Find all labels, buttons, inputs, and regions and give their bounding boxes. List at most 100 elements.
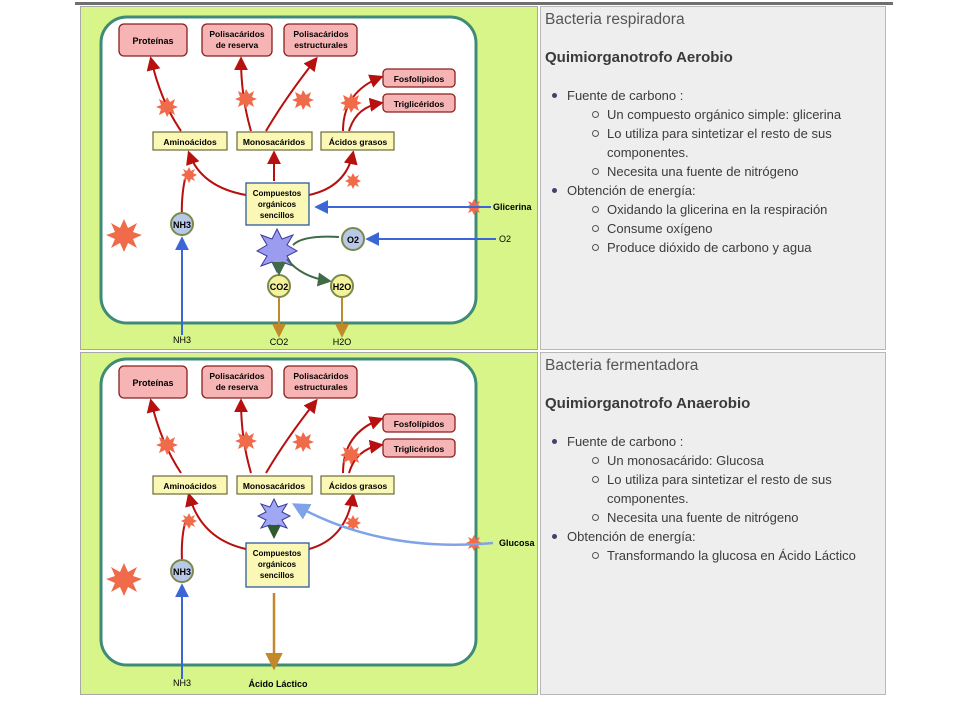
section-label: Obtención de energía:: [567, 183, 696, 198]
list-item: Lo utiliza para sintetizar el resto de s…: [592, 470, 857, 508]
list-item: Un monosacárido: Glucosa: [592, 451, 857, 470]
burst-icon: [181, 167, 197, 183]
panel-anaerobic: Proteínas Polisacáridos de reserva Polis…: [80, 352, 886, 695]
burst-icon: [181, 513, 197, 529]
panel-heading: Bacteria fermentadora: [545, 357, 699, 374]
box-compuestos: Compuestos orgánicos sencillos: [245, 182, 310, 226]
burst-icon: [106, 563, 142, 596]
label-co2-bubble: CO2: [270, 282, 289, 292]
label-compuestos-3: sencillos: [260, 571, 295, 580]
label-poli-reserva-1: Polisacáridos: [209, 371, 265, 381]
label-o2-input: O2: [499, 234, 511, 244]
box-poli-estructurales: Polisacáridos estructurales: [283, 23, 358, 57]
list-item: Necesita una fuente de nitrógeno: [592, 508, 857, 527]
burst-icon: [292, 90, 314, 110]
arrow-to-fosfolipidos: [342, 416, 384, 474]
label-h2o-output: H2O: [333, 337, 352, 347]
bubble-o2: O2: [341, 227, 365, 251]
box-poli-estructurales: Polisacáridos estructurales: [283, 365, 358, 399]
burst-icon: [156, 435, 178, 455]
arrow-to-acidos-grasos: [308, 150, 358, 196]
box-aminoacidos: Aminoácidos: [152, 131, 228, 151]
list-item: Consume oxígeno: [592, 219, 857, 238]
section-label: Fuente de carbono :: [567, 88, 684, 103]
arrow-to-proteinas: [146, 56, 182, 132]
box-trigliceridos: Triglicéridos: [382, 438, 456, 458]
anaerobic-diagram: Proteínas Polisacáridos de reserva Polis…: [80, 352, 538, 695]
burst-icon: [235, 89, 257, 109]
list-item: Lo utiliza para sintetizar el resto de s…: [592, 124, 857, 162]
label-poli-estr-1: Polisacáridos: [293, 29, 349, 39]
burst-icon: [156, 97, 178, 117]
arrow-o2-to-star: [292, 235, 340, 246]
burst-icon: [292, 432, 314, 452]
label-compuestos-2: orgánicos: [258, 560, 297, 569]
box-fosfolipidos: Fosfolípidos: [382, 68, 456, 88]
label-trigliceridos: Triglicéridos: [394, 99, 445, 109]
section-list: Fuente de carbono : Un monosacárido: Glu…: [545, 432, 881, 565]
arrow-to-poli-estructurales: [265, 56, 318, 132]
label-proteinas: Proteínas: [132, 378, 173, 388]
list-item: Un compuesto orgánico simple: glicerina: [592, 105, 857, 124]
label-nh3-bubble: NH3: [173, 567, 191, 577]
label-trigliceridos: Triglicéridos: [394, 444, 445, 454]
label-poli-estr-2: estructurales: [294, 40, 348, 50]
section-energia: Obtención de energía: Oxidando la glicer…: [552, 181, 881, 257]
section-label: Obtención de energía:: [567, 529, 696, 544]
burst-markers: [106, 431, 482, 596]
fermentation-arrow-icon: [267, 525, 281, 539]
box-fosfolipidos: Fosfolípidos: [382, 413, 456, 433]
bubble-co2: CO2: [267, 274, 291, 298]
arrow-to-trigliceridos: [348, 97, 384, 132]
section-label: Fuente de carbono :: [567, 434, 684, 449]
label-proteinas: Proteínas: [132, 36, 173, 46]
label-fosfolipidos: Fosfolípidos: [394, 419, 445, 429]
arrow-to-aminoacidos: [185, 492, 247, 550]
list-item: Oxidando la glicerina en la respiración: [592, 200, 857, 219]
label-nh3-input: NH3: [173, 335, 191, 345]
panel-subheading: Quimiorganotrofo Anaerobio: [545, 395, 751, 412]
arrow-to-trigliceridos: [348, 439, 384, 474]
box-proteinas: Proteínas: [118, 365, 188, 399]
section-list: Fuente de carbono : Un compuesto orgánic…: [545, 86, 881, 257]
arrow-to-poli-estructurales: [265, 398, 318, 474]
label-glucosa: Glucosa: [499, 538, 536, 548]
section-carbono: Fuente de carbono : Un compuesto orgánic…: [552, 86, 881, 181]
burst-icon: [106, 219, 142, 252]
label-poli-reserva-2: de reserva: [216, 382, 259, 392]
anaerobic-description: Bacteria fermentadora Quimiorganotrofo A…: [540, 352, 886, 695]
sub-list: Transformando la glucosa en Ácido Láctic…: [567, 546, 881, 565]
energy-star-icon: [255, 227, 299, 274]
section-carbono: Fuente de carbono : Un monosacárido: Glu…: [552, 432, 881, 527]
sub-list: Un monosacárido: Glucosa Lo utiliza para…: [567, 451, 881, 527]
label-compuestos-3: sencillos: [260, 211, 295, 220]
arrow-to-acidos-grasos: [308, 492, 359, 550]
list-item: Necesita una fuente de nitrógeno: [592, 162, 857, 181]
aerobic-diagram: Proteínas Polisacáridos de reserva Polis…: [80, 6, 538, 350]
burst-markers: [106, 89, 482, 252]
label-fosfolipidos: Fosfolípidos: [394, 74, 445, 84]
bubble-h2o: H2O: [330, 274, 354, 298]
box-aminoacidos: Aminoácidos: [152, 475, 228, 495]
panel-heading: Bacteria respiradora: [545, 11, 685, 28]
aerobic-description: Bacteria respiradora Quimiorganotrofo Ae…: [540, 6, 886, 350]
label-nh3-bubble: NH3: [173, 220, 191, 230]
label-compuestos-1: Compuestos: [253, 549, 302, 558]
label-monosacaridos: Monosacáridos: [243, 137, 306, 147]
box-monosacaridos: Monosacáridos: [236, 475, 313, 495]
label-compuestos-1: Compuestos: [253, 189, 302, 198]
box-proteinas: Proteínas: [118, 23, 188, 57]
label-acido-lactico: Ácido Láctico: [248, 679, 308, 689]
burst-icon: [340, 445, 362, 465]
box-acidos-grasos: Ácidos grasos: [320, 131, 395, 151]
label-acidos-grasos: Ácidos grasos: [329, 137, 388, 147]
label-poli-estr-2: estructurales: [294, 382, 348, 392]
box-poli-reserva: Polisacáridos de reserva: [201, 365, 273, 399]
label-co2-output: CO2: [270, 337, 289, 347]
burst-icon: [235, 431, 257, 451]
burst-icon: [340, 93, 362, 113]
panel-subheading: Quimiorganotrofo Aerobio: [545, 49, 733, 66]
label-o2-bubble: O2: [347, 235, 359, 245]
sub-list: Oxidando la glicerina en la respiración …: [567, 200, 881, 257]
cell-membrane: [99, 357, 478, 667]
